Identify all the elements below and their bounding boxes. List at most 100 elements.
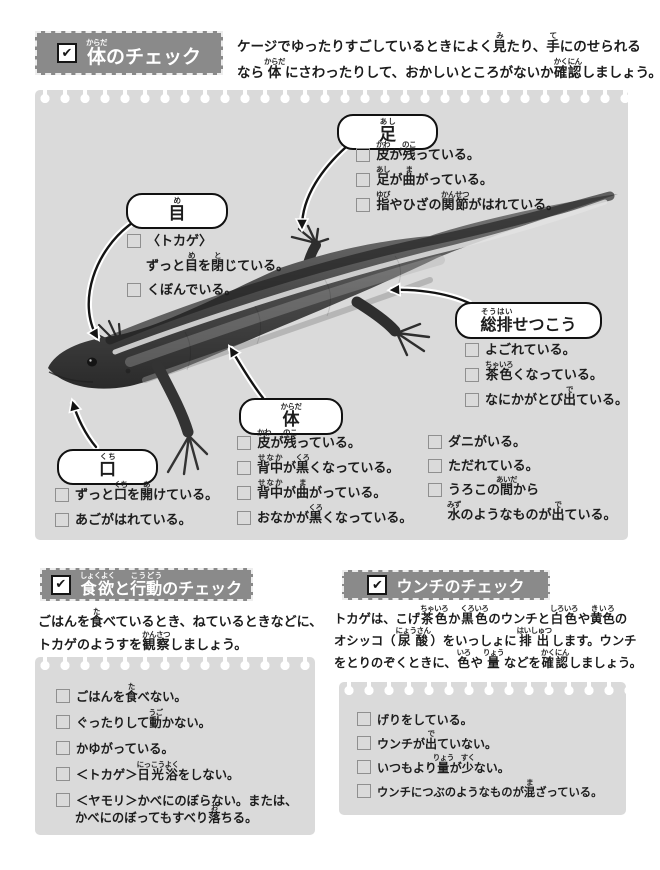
checkbox[interactable] [465,393,479,407]
check-item: よごれている。 [465,333,628,358]
check-item-continuation: かべにのぼってもすべり落おちる。 [56,803,297,825]
checkbox[interactable] [55,513,69,527]
check-item: 指ゆびやひざの関節かんせつがはれている。 [356,188,559,213]
hind-lower-leg [351,296,431,357]
front-lower-leg [151,359,209,476]
intro-line: トカゲのようすを観察かんさつしましょう。 [38,630,248,653]
checkbox[interactable] [237,436,251,450]
checkbox[interactable] [237,511,251,525]
check-item-label: くぼんでいる。 [147,283,238,299]
check-item: うろこの間あいだから [428,474,617,498]
check-item-label: 茶色ちゃいろくなっている。 [485,360,603,384]
check-item-continuation: 水みずのようなものが出でている。 [428,498,617,523]
lizard-photo [35,90,628,540]
mouth-checklist: ずっと口くちを開あけている。 あごがはれている。 [55,478,218,528]
checkbox[interactable] [127,234,141,248]
behavior-checklist: ごはんを食たべない。 ぐったりして動うごかない。 かゆがっている。 ＜トカゲ＞日… [56,678,297,825]
body-check-intro: ケージでゆったりすごしているときによく見みたり、手てにのせられる なら体からだに… [237,29,660,81]
intro-line: ごはんを食たべているとき、ねているときなどに、 [38,607,323,630]
checkbox[interactable] [465,343,479,357]
checkbox[interactable] [127,283,141,297]
check-item: 背中せなかが曲まがっている。 [237,476,412,501]
behavior-panel [35,656,315,835]
check-item-label: ごはんを食たべない。 [76,682,187,705]
checkbox[interactable] [237,461,251,475]
check-item: 茶色ちゃいろくなっている。 [465,358,628,383]
section-ribbon-body-check: ✔ 体からだのチェック [35,31,223,75]
check-item-label: あごがはれている。 [75,513,192,529]
checkbox[interactable] [428,435,442,449]
check-item-label: ぐったりして動うごかない。 [76,708,211,731]
section-ribbon-behavior-check: ✔ 食欲しょくよくと行動こうどうのチェック [40,568,253,601]
check-item: いつもより量りょうが少すくない。 [357,751,602,775]
check-item-label: ウンチにつぶのようなものが混まざっている。 [377,778,603,800]
intro-line: オシッコ（尿酸にょうさん）をいっしょに排出はいしゅつします。ウンチ [334,626,637,648]
section-ribbon-poop-check: ✔ ウンチのチェック [342,570,550,600]
callout-pill-body: 体からだ [239,398,343,435]
section-title: 体からだのチェック [85,37,201,68]
check-item: あごがはれている。 [55,503,218,528]
mouth-line [48,371,94,383]
check-item: ただれている。 [428,450,617,474]
perforation-edge [35,656,315,671]
body-checklist-left: 皮かわが残のこっている。 背中せなかが黒くろくなっている。 背中せなかが曲まがっ… [237,426,412,526]
checkbox[interactable] [357,784,371,798]
poop-panel [339,681,626,815]
callout-pill-mouth: 口くち [57,449,158,485]
checkbox[interactable] [55,488,69,502]
check-item: ウンチにつぶのようなものが混まざっている。 [357,775,602,799]
poop-check-intro: トカゲは、こげ茶色ちゃいろか黒色くろいろのウンチと白色しろいろや黄色きいろの オ… [334,604,642,671]
checkbox[interactable] [357,760,371,774]
check-item: ごはんを食たべない。 [56,678,297,704]
check-item-label: ＜トカゲ＞日光浴にっこうよくをしない。 [76,760,240,783]
check-item-label: 背中せなかが黒くろくなっている。 [257,453,400,477]
checkmark-icon: ✔ [367,575,388,595]
check-item-label: うろこの間あいだから [448,475,540,499]
body-checklist-right: ダニがいる。 ただれている。 うろこの間あいだから 水みずのようなものが出でてい… [428,426,617,523]
checkbox[interactable] [357,736,371,750]
checkbox[interactable] [56,767,70,781]
check-item: 足あしが曲まがっている。 [356,163,559,188]
check-item-label: 〈トカゲ〉 [147,234,213,250]
checkbox[interactable] [237,486,251,500]
checkbox[interactable] [356,173,370,187]
checkbox[interactable] [465,368,479,382]
check-item-label: げりをしている。 [377,713,473,728]
check-item: ウンチが出でていない。 [357,727,602,751]
checkbox[interactable] [56,715,70,729]
checkbox[interactable] [56,793,70,807]
checkbox[interactable] [56,689,70,703]
check-item: かゆがっている。 [56,730,297,756]
check-item: ＜ヤモリ＞かべにのぼらない。または、 [56,782,297,808]
check-item-label: 足あしが曲まがっている。 [376,165,493,189]
check-item-label: なにかがとび出でている。 [485,385,629,409]
check-item-label: いつもより量りょうが少すくない。 [377,753,510,776]
intro-line: なら体からだにさわったりして、おかしいところがないか確認かくにんしましょう。 [237,57,660,81]
callout-pill-eye: 目め [126,193,228,229]
eye-spot [87,357,97,367]
check-item-label: 背中せなかが曲まがっている。 [257,478,387,502]
callout-pill-foot: 足あし [337,114,438,150]
section-title: ウンチのチェック [396,577,525,596]
foot-checklist: 皮かわが残のこっている。 足あしが曲まがっている。 指ゆびやひざの関節かんせつが… [356,138,559,213]
checkmark-icon: ✔ [50,574,71,595]
poop-checklist: げりをしている。 ウンチが出でていない。 いつもより量りょうが少すくない。 ウン… [357,703,602,799]
checkbox[interactable] [357,712,371,726]
checkmark-icon: ✔ [56,43,77,63]
perforation-edge [339,681,626,696]
checkbox[interactable] [356,148,370,162]
callout-pill-vent: 総排そうはいせつこう [455,302,602,339]
check-item: ぐったりして動うごかない。 [56,704,297,730]
perforation-edge [35,89,628,104]
check-item-label: ただれている。 [448,459,539,475]
check-item-label: ＜ヤモリ＞かべにのぼらない。または、 [76,794,298,809]
check-item: ＜トカゲ＞日光浴にっこうよくをしない。 [56,756,297,782]
checkbox[interactable] [356,198,370,212]
checkbox[interactable] [56,741,70,755]
behavior-check-intro: ごはんを食たべているとき、ねているときなどに、 トカゲのようすを観察かんさつしま… [38,607,322,653]
checkbox[interactable] [428,459,442,473]
check-item: おなかが黒くろくなっている。 [237,501,412,526]
eye-checklist: 〈トカゲ〉 ずっと目めを閉とじている。 くぼんでいる。 [127,224,289,298]
checkbox[interactable] [428,483,442,497]
